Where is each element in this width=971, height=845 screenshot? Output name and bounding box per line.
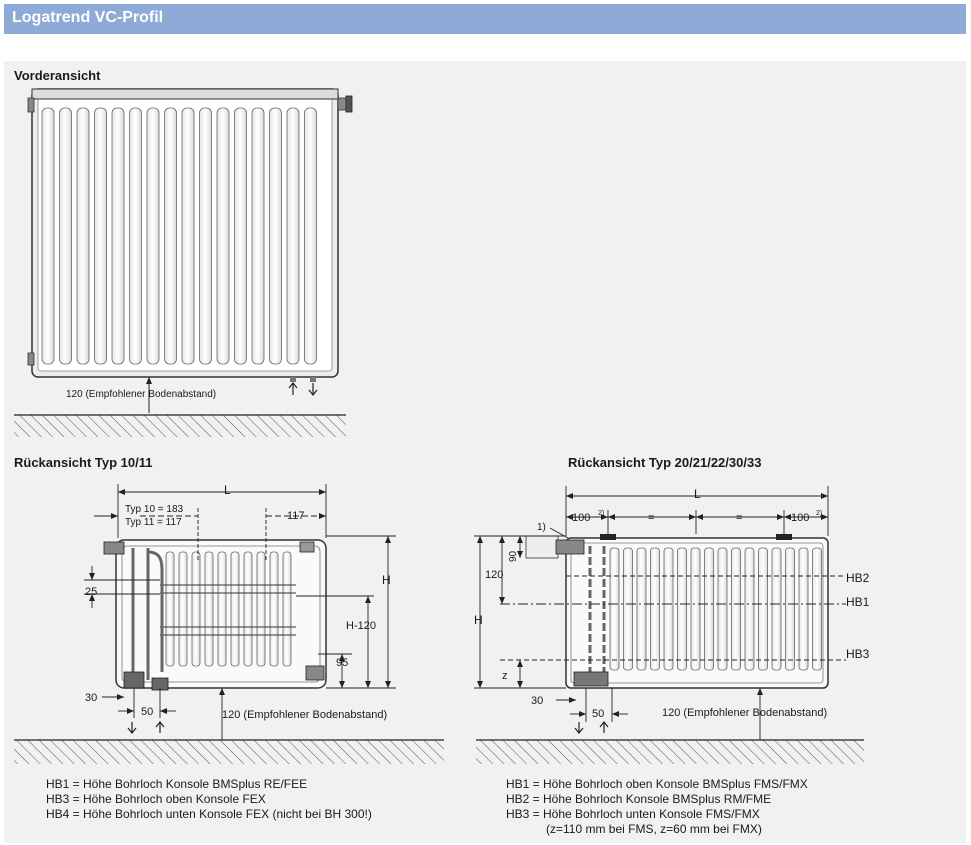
rear-right-legend: HB1 = Höhe Bohrloch oben Konsole BMSplus… (506, 777, 808, 837)
radiator-fin (609, 547, 620, 671)
radiator-fin (178, 551, 188, 667)
rear-left-floor-label: 120 (Empfohlener Bodenabstand) (222, 709, 387, 721)
legend-item: HB2 = Höhe Bohrloch Konsole BMSplus RM/F… (506, 792, 772, 806)
radiator-fin (269, 107, 282, 365)
radiator-fin (94, 107, 107, 365)
rear-left-floor (14, 740, 444, 764)
rear-right-dim-100-right: 100 (791, 512, 809, 524)
rear-right-dim-120: 120 (485, 569, 503, 581)
rear-right-sup-right: 2) (816, 510, 822, 517)
legend-item: HB3 = Höhe Bohrloch oben Konsole FEX (46, 792, 266, 806)
front-radiator (31, 88, 339, 378)
rear-right-dim-z: z (502, 670, 508, 682)
rear-right-sup-left: 2) (598, 510, 604, 517)
radiator-fin (731, 547, 741, 671)
rear-right-floor (476, 740, 864, 764)
rear-left-dim-30: 30 (85, 692, 97, 704)
rear-right-radiator (525, 534, 829, 689)
radiator-fin (798, 547, 809, 671)
rear-left-radiator (103, 539, 327, 691)
radiator-fin (758, 547, 768, 671)
radiator-fin (243, 551, 253, 667)
rear-view-right-heading: Rückansicht Typ 20/21/22/30/33 (568, 455, 762, 470)
radiator-fin (165, 551, 175, 667)
rear-right-flow-arrows-icon (574, 721, 609, 734)
rear-right-label-HB3: HB3 (846, 647, 870, 661)
legend-item: HB4 = Höhe Bohrloch unten Konsole FEX (n… (46, 807, 372, 821)
radiator-fin (690, 547, 701, 671)
rear-right-floor-label: 120 (Empfohlener Bodenabstand) (662, 707, 827, 719)
radiator-fin (204, 551, 214, 667)
rear-left-dim-L: L (224, 483, 231, 497)
radiator-fin (663, 547, 674, 671)
rear-right-dim-H: H (474, 613, 483, 627)
rear-left-dim-95: 95 (336, 657, 348, 669)
legend-item: (z=110 mm bei FMS, z=60 mm bei FMX) (546, 822, 762, 836)
flow-arrows-icon (288, 377, 318, 396)
rear-left-typ10: Typ 10 = 183 (125, 504, 184, 515)
radiator-fin (234, 107, 247, 365)
rear-right-dim-50: 50 (592, 708, 604, 720)
radiator-fin (199, 107, 212, 365)
legend-item: HB1 = Höhe Bohrloch Konsole BMSplus RE/F… (46, 777, 308, 791)
rear-left-dim-H: H (382, 573, 391, 587)
front-floor (14, 415, 346, 437)
front-valve-icon (27, 95, 353, 366)
radiator-fin (717, 547, 728, 671)
radiator-fin (282, 551, 292, 667)
radiator-fin (812, 547, 822, 671)
rear-right-eq-1: = (648, 512, 654, 524)
radiator-fin (217, 551, 227, 667)
radiator-fin (111, 107, 125, 365)
radiator-fin (251, 107, 265, 365)
radiator-fin (744, 547, 755, 671)
page-title: Logatrend VC-Profil (12, 9, 164, 26)
rear-right-eq-2: = (736, 512, 742, 524)
rear-left-dim-25: 25 (85, 586, 97, 598)
radiator-fin (256, 551, 266, 667)
radiator-fin (636, 547, 647, 671)
radiator-fin (59, 107, 72, 365)
radiator-fin (216, 107, 230, 365)
radiator-fin (286, 107, 300, 365)
radiator-fin (650, 547, 660, 671)
title-bar: Logatrend VC-Profil (4, 4, 966, 34)
rear-right-dimensions (474, 486, 846, 740)
rear-left-dimensions (84, 484, 396, 740)
rear-left-legend: HB1 = Höhe Bohrloch Konsole BMSplus RE/F… (46, 777, 372, 822)
rear-left-dim-H120: H-120 (346, 620, 376, 632)
radiator-fin (191, 551, 201, 667)
front-view-heading: Vorderansicht (14, 68, 101, 83)
rear-right-label-HB2: HB2 (846, 571, 870, 585)
radiator-fin (269, 551, 279, 667)
radiator-fin (146, 107, 160, 365)
front-floor-label: 120 (Empfohlener Bodenabstand) (66, 389, 216, 400)
radiator-fin (771, 547, 782, 671)
radiator-fin (41, 107, 55, 365)
radiator-fin (129, 107, 142, 365)
rear-right-dim-90: 90 (508, 550, 519, 562)
radiator-fin (623, 547, 633, 671)
rear-left-dim-117: 117 (287, 510, 305, 522)
rear-left-dim-50: 50 (141, 706, 153, 718)
rear-left-flow-arrows-icon (127, 721, 165, 734)
radiator-fin (230, 551, 240, 667)
rear-right-dim-30: 30 (531, 695, 543, 707)
rear-right-dim-100-left: 100 (572, 512, 590, 524)
rear-right-note-1: 1) (537, 522, 546, 533)
radiator-fin (704, 547, 714, 671)
radiator-fin (304, 107, 317, 365)
radiator-fin (785, 547, 795, 671)
rear-right-dim-L: L (694, 487, 701, 501)
rear-left-typ11: Typ 11 = 117 (125, 517, 182, 528)
radiator-fin (181, 107, 195, 365)
legend-item: HB3 = Höhe Bohrloch unten Konsole FMS/FM… (506, 807, 760, 821)
radiator-fin (677, 547, 687, 671)
rear-view-left-heading: Rückansicht Typ 10/11 (14, 455, 153, 470)
rear-right-label-HB1: HB1 (846, 595, 870, 609)
legend-item: HB1 = Höhe Bohrloch oben Konsole BMSplus… (506, 777, 808, 791)
radiator-fin (76, 107, 90, 365)
radiator-fin (164, 107, 177, 365)
